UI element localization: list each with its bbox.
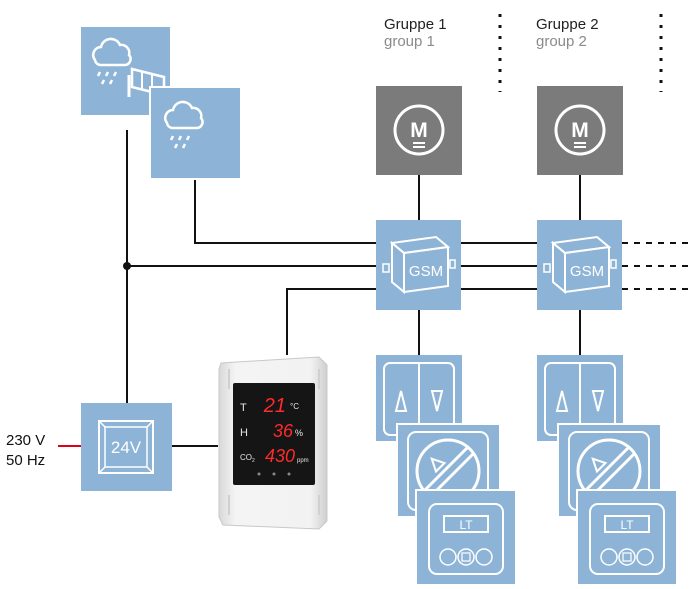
motor-symbol: M	[571, 119, 589, 142]
group-title: Gruppe 2	[536, 16, 599, 33]
power-supply-icon: 24V	[98, 420, 154, 474]
svg-text:2: 2	[252, 458, 255, 464]
co2-value: 430	[265, 446, 295, 466]
motor-symbol: M	[410, 119, 428, 142]
gsm-label: GSM	[409, 263, 443, 280]
group-subtitle: group 2	[536, 33, 587, 50]
group-header-2: Gruppe 2 group 2	[536, 16, 599, 50]
svg-text:CO: CO	[240, 453, 252, 462]
temperature-unit: °C	[290, 402, 299, 411]
gsm-label: GSM	[570, 263, 604, 280]
climate-sensor-icon: T H CO 2 21 °C 36 % 430 ppm	[218, 356, 328, 530]
lt-label: LT	[620, 518, 634, 532]
lt-controller-icon: LT	[589, 503, 665, 575]
group-subtitle: group 1	[384, 33, 435, 50]
mains-voltage: 230 V	[6, 432, 46, 449]
lt-label: LT	[459, 518, 473, 532]
motor-icon: M	[554, 104, 606, 156]
svg-text:H: H	[240, 427, 248, 439]
wire-climate-sensor	[286, 288, 378, 355]
lt-controller-icon: LT	[428, 503, 504, 575]
motor-group-2: M	[537, 86, 623, 175]
motor-icon: M	[393, 104, 445, 156]
climate-sensor: T H CO 2 21 °C 36 % 430 ppm	[215, 355, 331, 531]
humidity-unit: %	[295, 428, 303, 438]
temperature-value: 21	[263, 395, 286, 417]
lt-controller-group-2: LT	[578, 491, 676, 584]
mains-frequency: 50 Hz	[6, 452, 46, 469]
humidity-value: 36	[273, 421, 294, 441]
power-supply-24v: 24V	[81, 403, 172, 491]
group-title: Gruppe 1	[384, 16, 447, 33]
gsm-module-icon: GSM	[543, 235, 617, 295]
lt-controller-group-1: LT	[417, 491, 515, 584]
motor-group-1: M	[376, 86, 462, 175]
gsm-module-group-2: GSM	[537, 220, 622, 310]
gsm-module-icon: GSM	[382, 235, 456, 295]
wire-rain-sensor	[194, 178, 378, 244]
group-header-1: Gruppe 1 group 1	[384, 16, 447, 50]
rain-sensor	[151, 88, 240, 178]
gsm-module-group-1: GSM	[376, 220, 461, 310]
svg-text:T: T	[240, 402, 247, 414]
rain-sensor-icon	[164, 100, 204, 149]
power-supply-label: 24V	[111, 438, 142, 457]
rain-wind-sensor-icon	[92, 37, 166, 97]
co2-unit: ppm	[297, 458, 309, 464]
